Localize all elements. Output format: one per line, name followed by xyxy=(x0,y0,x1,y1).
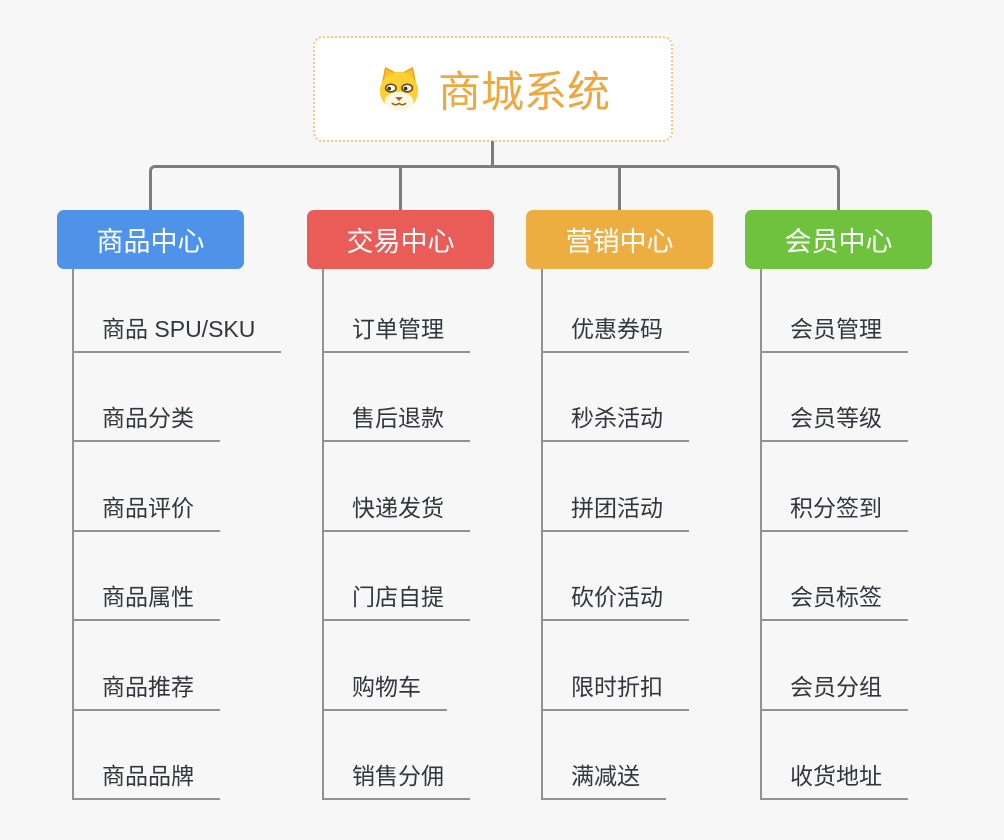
leaf-label: 商品推荐 xyxy=(102,674,194,700)
leaf-label: 商品品牌 xyxy=(102,763,194,789)
leaf-label: 销售分佣 xyxy=(352,763,444,789)
leaf-node[interactable]: 订单管理 xyxy=(322,307,470,353)
leaf-node[interactable]: 限时折扣 xyxy=(541,665,689,711)
leaf-node[interactable]: 收货地址 xyxy=(760,754,908,800)
branch-node[interactable]: 交易中心 xyxy=(307,210,494,269)
leaf-node[interactable]: 会员等级 xyxy=(760,396,908,442)
leaf-label: 优惠券码 xyxy=(571,316,663,342)
leaf-label: 会员标签 xyxy=(790,584,882,610)
leaf-node[interactable]: 销售分佣 xyxy=(322,754,470,800)
leaf-node[interactable]: 积分签到 xyxy=(760,486,908,532)
leaf-node[interactable]: 秒杀活动 xyxy=(541,396,689,442)
leaf-node[interactable]: 购物车 xyxy=(322,665,447,711)
leaf-label: 会员分组 xyxy=(790,674,882,700)
root-node[interactable]: 商城系统 xyxy=(313,36,673,142)
leaf-node[interactable]: 商品评价 xyxy=(72,486,220,532)
branch-node[interactable]: 商品中心 xyxy=(57,210,244,269)
connector-branch-trunk xyxy=(541,269,543,800)
branch-node[interactable]: 会员中心 xyxy=(745,210,932,269)
leaf-label: 砍价活动 xyxy=(571,584,663,610)
leaf-label: 商品 SPU/SKU xyxy=(102,316,256,342)
branch-label: 会员中心 xyxy=(784,227,893,257)
leaf-node[interactable]: 商品属性 xyxy=(72,575,220,621)
leaf-node[interactable]: 售后退款 xyxy=(322,396,470,442)
leaf-node[interactable]: 砍价活动 xyxy=(541,575,689,621)
leaf-label: 购物车 xyxy=(352,674,421,700)
leaf-node[interactable]: 快递发货 xyxy=(322,486,470,532)
leaf-label: 会员等级 xyxy=(790,405,882,431)
leaf-node[interactable]: 会员分组 xyxy=(760,665,908,711)
connector-root-stem xyxy=(491,141,494,168)
leaf-node[interactable]: 满减送 xyxy=(541,754,666,800)
leaf-label: 快递发货 xyxy=(352,495,444,521)
leaf-node[interactable]: 拼团活动 xyxy=(541,486,689,532)
leaf-label: 商品属性 xyxy=(102,584,194,610)
leaf-node[interactable]: 会员标签 xyxy=(760,575,908,621)
connector-branch-trunk xyxy=(322,269,324,800)
branch-label: 商品中心 xyxy=(96,227,205,257)
leaf-label: 限时折扣 xyxy=(571,674,663,700)
leaf-label: 门店自提 xyxy=(352,584,444,610)
leaf-label: 售后退款 xyxy=(352,405,444,431)
leaf-node[interactable]: 会员管理 xyxy=(760,307,908,353)
branch-node[interactable]: 营销中心 xyxy=(526,210,713,269)
leaf-node[interactable]: 商品 SPU/SKU xyxy=(72,307,282,353)
leaf-label: 秒杀活动 xyxy=(571,405,663,431)
branch-label: 营销中心 xyxy=(565,227,674,257)
leaf-label: 会员管理 xyxy=(790,316,882,342)
connector-drop xyxy=(618,165,621,210)
connector-drop xyxy=(399,165,402,210)
connector-bus xyxy=(149,165,840,210)
leaf-node[interactable]: 商品推荐 xyxy=(72,665,220,711)
leaf-node[interactable]: 商品品牌 xyxy=(72,754,220,800)
leaf-node[interactable]: 门店自提 xyxy=(322,575,470,621)
leaf-label: 积分签到 xyxy=(790,495,882,521)
leaf-node[interactable]: 优惠券码 xyxy=(541,307,689,353)
leaf-label: 收货地址 xyxy=(790,763,882,789)
branch-label: 交易中心 xyxy=(346,227,455,257)
leaf-label: 拼团活动 xyxy=(571,495,663,521)
leaf-label: 商品评价 xyxy=(102,495,194,521)
root-title: 商城系统 xyxy=(438,69,610,117)
connector-branch-trunk xyxy=(72,269,74,800)
connector-branch-trunk xyxy=(760,269,762,800)
dog-face-icon xyxy=(379,67,419,112)
leaf-label: 满减送 xyxy=(571,763,640,789)
leaf-label: 商品分类 xyxy=(102,405,194,431)
leaf-node[interactable]: 商品分类 xyxy=(72,396,220,442)
leaf-label: 订单管理 xyxy=(352,316,444,342)
